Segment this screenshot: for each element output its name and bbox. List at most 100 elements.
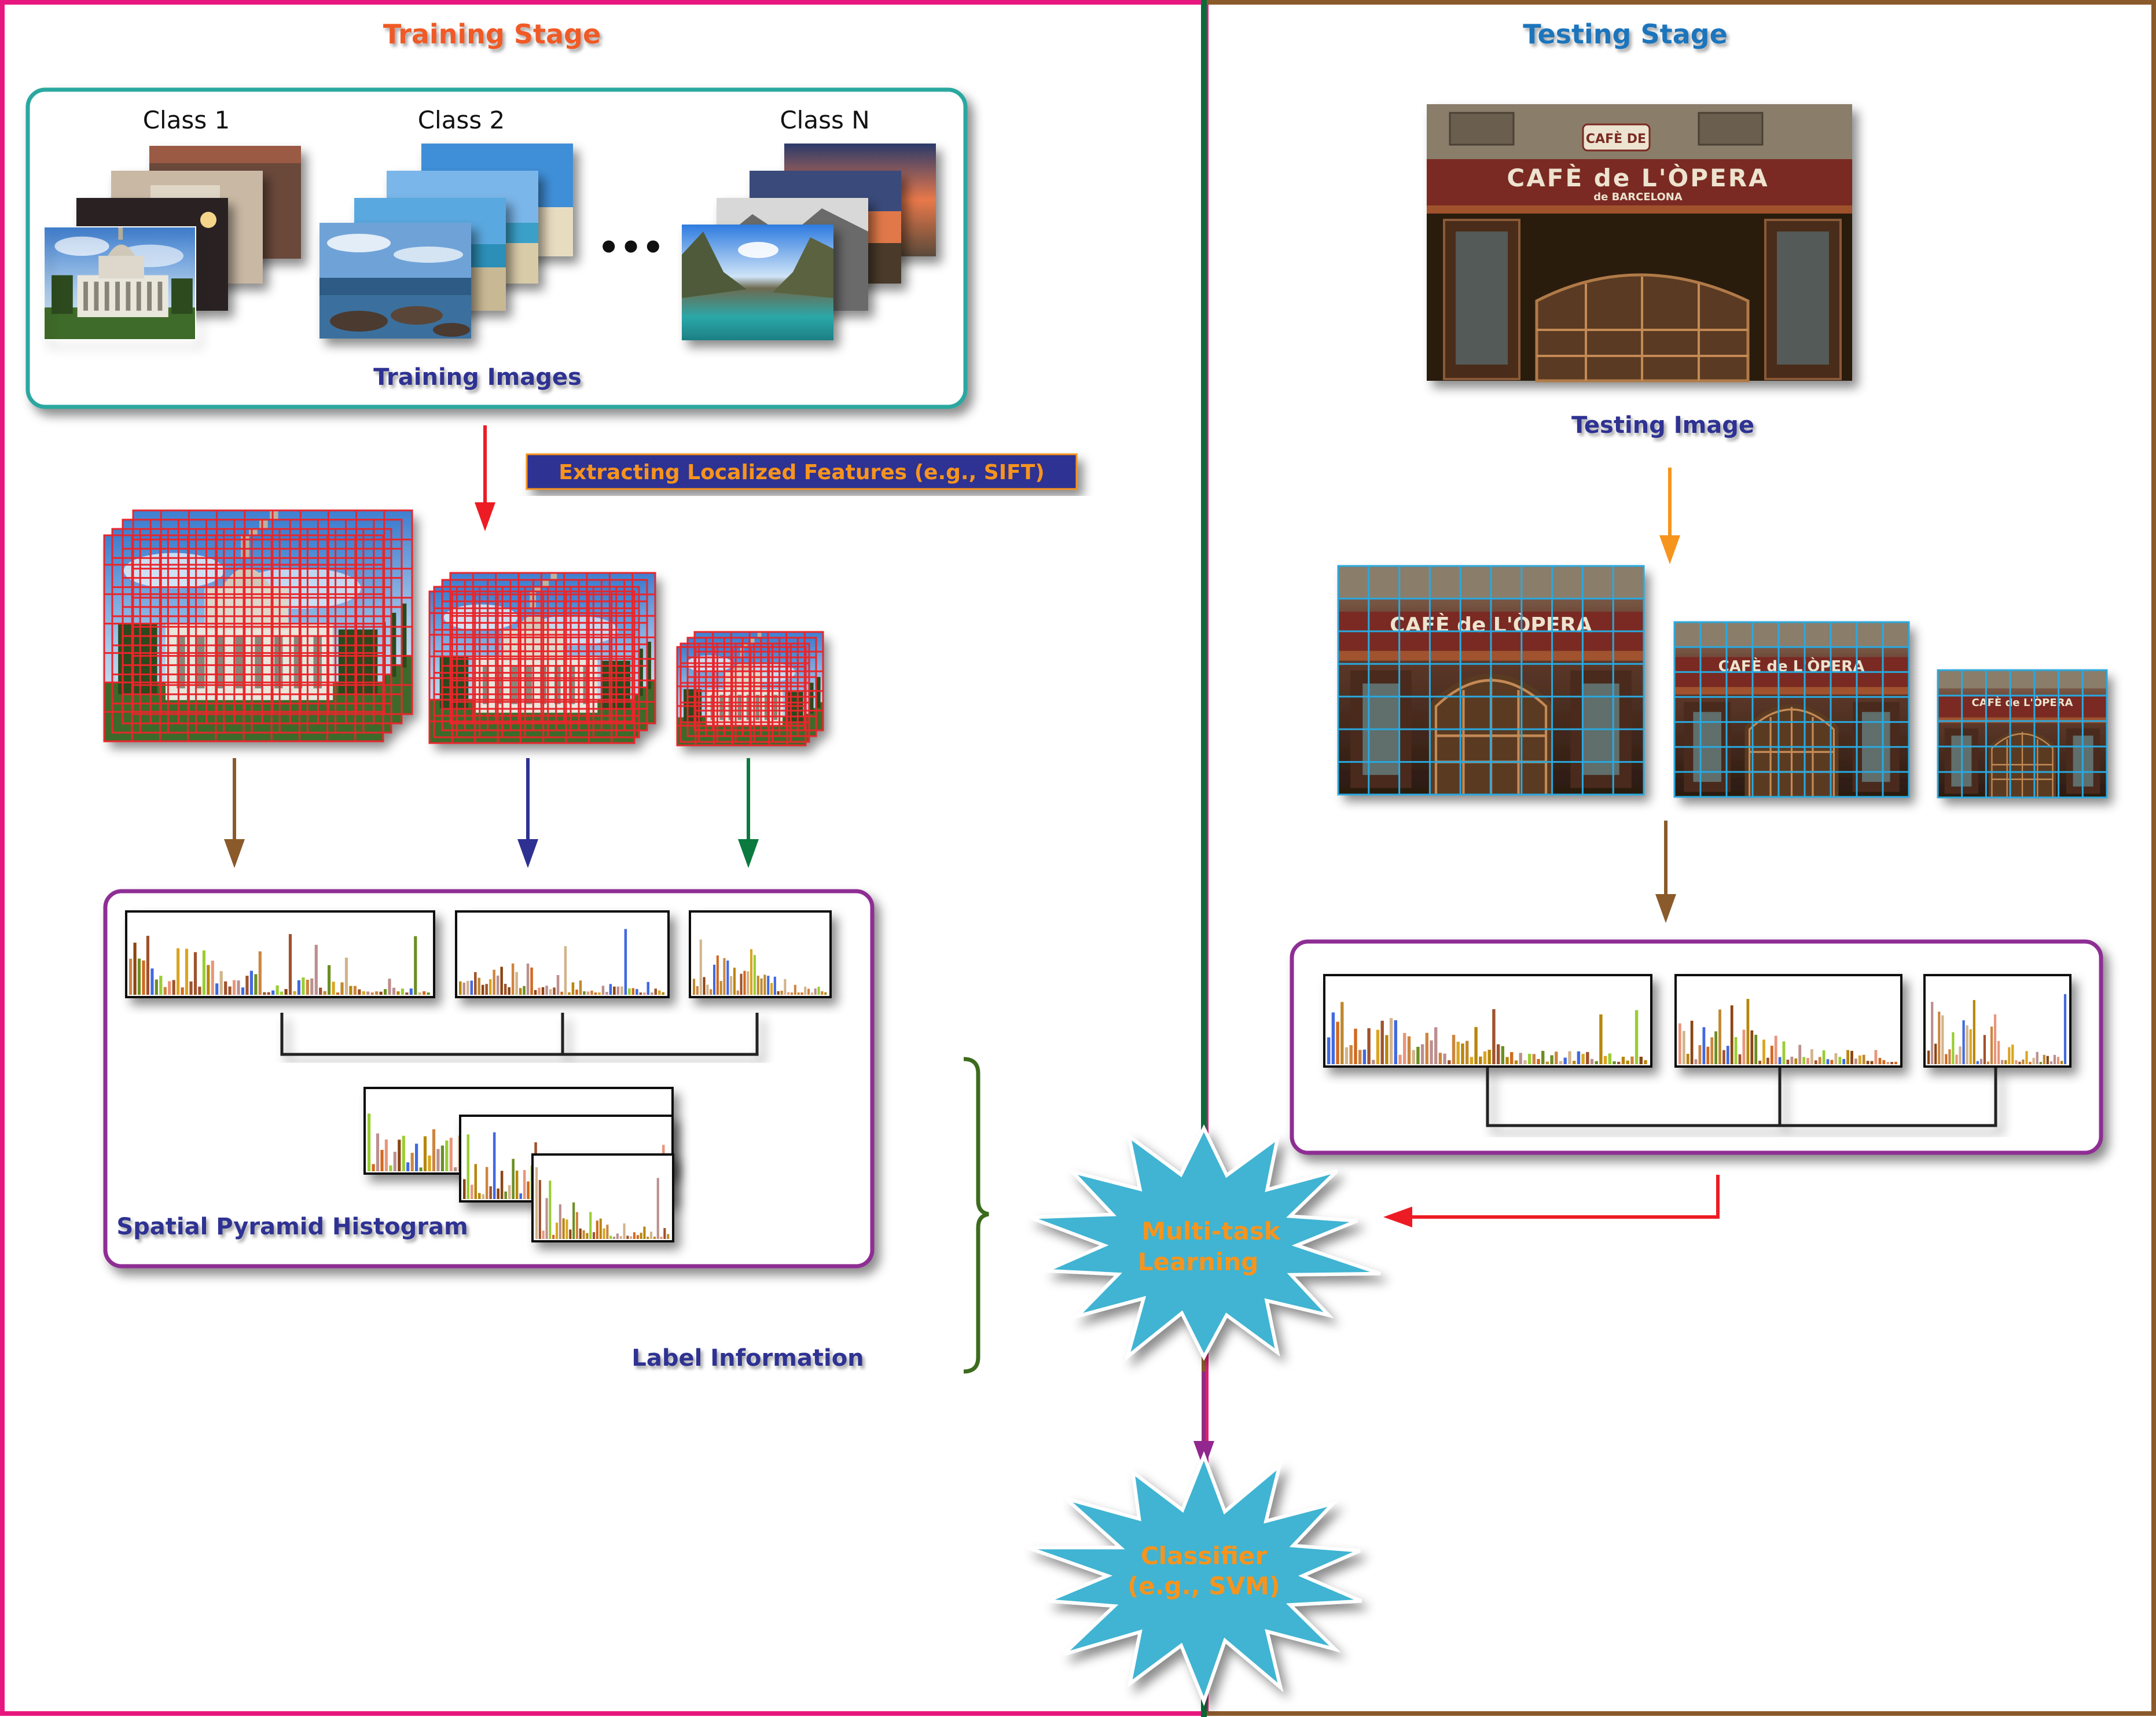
histogram-bar (1983, 1035, 1986, 1064)
cafe-sub-sign: de BARCELONA (1593, 191, 1683, 203)
histogram-bar (1782, 1041, 1786, 1064)
histogram-bar (1862, 1054, 1865, 1064)
histogram-bar (747, 971, 750, 995)
histogram-bar (155, 979, 158, 995)
histogram-bar (474, 1164, 477, 1199)
histogram-bar (1416, 1046, 1420, 1064)
histogram-bar (1818, 1057, 1821, 1064)
histogram-bar (241, 987, 245, 995)
histogram-bar (1514, 1060, 1518, 1064)
histogram-bar (1698, 1045, 1702, 1064)
classifier-line-1: Classifier (1141, 1542, 1268, 1570)
histogram-bar (1563, 1057, 1567, 1064)
histogram-bar (379, 991, 383, 995)
histogram-bar (1786, 1060, 1790, 1064)
histogram-bar (1466, 1041, 1469, 1064)
histogram-bar (639, 992, 642, 995)
histogram-bar (1354, 1028, 1357, 1064)
histogram-bar (1608, 1053, 1611, 1064)
histogram-bar (1730, 1005, 1733, 1064)
histogram-bar (1734, 1037, 1738, 1064)
histogram-bar (696, 986, 699, 995)
histogram-bar (1702, 1027, 1706, 1064)
histogram-bar (541, 987, 545, 995)
histogram-bar (1327, 1037, 1331, 1064)
histogram-bar (414, 936, 417, 995)
histogram-frame (1674, 974, 1902, 1068)
histogram-bar (1358, 1050, 1362, 1064)
histogram-bar (571, 982, 575, 995)
histogram-bar (485, 984, 488, 995)
histogram-bar (297, 980, 300, 995)
histogram-bar (549, 989, 552, 995)
histogram-bar (474, 972, 477, 995)
histogram-bar (723, 958, 726, 995)
histogram-bar (586, 991, 590, 995)
histogram-bar (362, 991, 365, 995)
histogram-bar (2036, 1051, 2039, 1064)
histogram-bar (2032, 1058, 2035, 1064)
learning-line-2: Learning (1138, 1248, 1259, 1276)
learning-line-1: Multi-task (1141, 1217, 1280, 1245)
histogram-bar (2053, 1054, 2056, 1064)
histogram-bar (1718, 1009, 1721, 1064)
histogram-bar (449, 1138, 453, 1171)
histogram-bar (647, 1237, 649, 1239)
histogram-bar (810, 992, 813, 995)
training-histogram-level-2 (689, 910, 832, 998)
histogram-bar (603, 1228, 605, 1239)
histogram-bar (467, 1134, 469, 1199)
histogram-bar (467, 981, 469, 995)
histogram-bar (553, 987, 556, 995)
histogram-bar (1403, 1033, 1406, 1064)
histogram-bar (736, 990, 739, 995)
histogram-bar (545, 1198, 548, 1239)
histogram-bar (706, 984, 709, 995)
histogram-bar (263, 992, 266, 995)
histogram-bar (713, 965, 716, 995)
testing-histogram-level-1 (1674, 974, 1902, 1068)
histogram-bar (1770, 1046, 1773, 1064)
grid-path (1937, 669, 2108, 799)
histogram-bar (1738, 1054, 1742, 1064)
histogram-bar (559, 1204, 561, 1239)
histogram-bar (380, 1150, 384, 1171)
grid-lines (103, 534, 384, 742)
class-n-front-image (682, 225, 833, 340)
histogram-bar (1603, 1056, 1607, 1064)
histogram-bar (228, 986, 232, 995)
histogram-bar (368, 1113, 371, 1171)
histogram-bar (538, 987, 541, 995)
histogram-bar (2015, 1060, 2018, 1064)
histogram-bar (366, 991, 370, 995)
histogram-bar (1976, 1061, 1979, 1064)
histogram-bar (1952, 1032, 1955, 1064)
histogram-bar (1997, 1041, 2000, 1064)
histogram-bar (1894, 1061, 1897, 1064)
histogram-bar (1866, 1061, 1869, 1064)
histogram-bar (415, 1144, 418, 1171)
histogram-bar (1345, 1047, 1349, 1064)
class-n-label: Class N (780, 106, 869, 134)
histogram-bar (323, 991, 326, 995)
label-information-caption: Label Information (631, 1345, 864, 1372)
histogram-bar (586, 1233, 589, 1239)
grid-path (122, 519, 403, 725)
histogram-bar (1834, 1053, 1838, 1064)
histogram-bar (409, 988, 413, 995)
cafe-sign: CAFÈ de L'ÒPERA (1507, 163, 1769, 192)
histogram-bar (633, 1232, 636, 1239)
histogram-bar (662, 992, 664, 995)
histogram-bar (1750, 1030, 1754, 1064)
histogram-bar (620, 986, 623, 995)
histogram-bar (579, 1228, 582, 1239)
histogram-bar (384, 989, 387, 995)
histogram-bar (767, 976, 770, 995)
histogram-bar (624, 929, 627, 995)
histogram-bar (599, 1218, 602, 1239)
histogram-bar (630, 1236, 633, 1239)
histogram-bar (804, 987, 807, 995)
grid-path (680, 642, 810, 743)
feature-extraction-label: Extracting Localized Features (e.g., SIF… (559, 461, 1044, 484)
histogram-bar (1710, 1037, 1714, 1064)
